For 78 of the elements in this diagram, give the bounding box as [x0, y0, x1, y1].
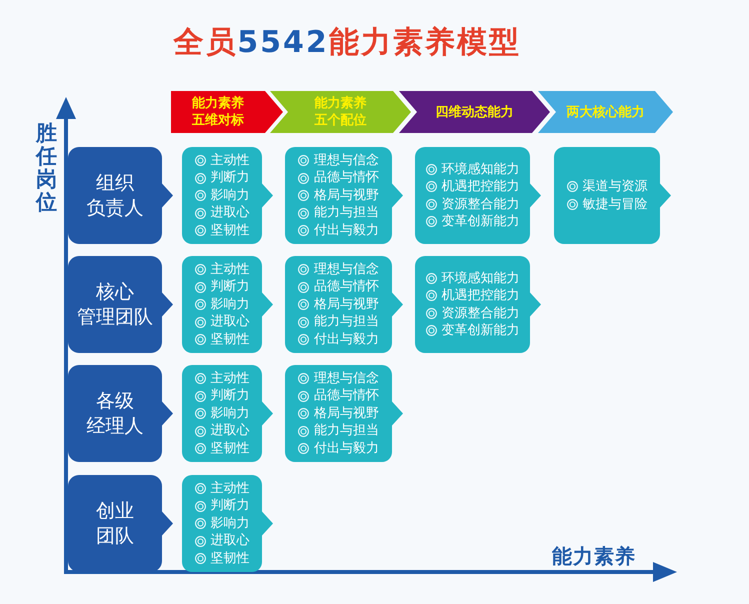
- ability-item: 环境感知能力: [442, 160, 520, 178]
- ability-item: 坚韧性: [210, 330, 250, 348]
- role-label: 团队: [96, 524, 134, 548]
- chevron-step: [399, 91, 550, 133]
- ability-item: 资源整合能力: [442, 196, 520, 213]
- ability-callout-card: [182, 256, 273, 353]
- ability-item: 能力与担当: [314, 313, 379, 331]
- axis-label: 能力素养: [552, 544, 636, 568]
- ability-item: 付出与毅力: [314, 330, 379, 348]
- ability-item: 判断力: [210, 387, 250, 405]
- role-label: 管理团队: [77, 304, 153, 330]
- ability-item: 判断力: [210, 497, 250, 515]
- ability-item: 能力与担当: [314, 422, 379, 440]
- ability-item: 格局与视野: [314, 186, 379, 204]
- ability-item: 变革创新能力: [442, 322, 520, 340]
- ability-item: 格局与视野: [314, 296, 379, 314]
- ability-item: 主动性: [210, 152, 250, 170]
- ability-callout-card: [285, 147, 403, 244]
- role-label: 各级: [96, 388, 134, 414]
- ability-callout-card: [285, 365, 403, 462]
- title: 全员5542能力素养模型: [173, 25, 521, 61]
- role-callout-box: [68, 365, 173, 462]
- ability-item: 品德与情怀: [314, 169, 379, 187]
- chevron-step: [171, 91, 283, 133]
- role-callout-box: [68, 147, 173, 244]
- ability-item: 影响力: [210, 404, 250, 422]
- role-callout-box: [68, 256, 173, 353]
- ability-item: 机遇把控能力: [442, 287, 520, 304]
- ability-callout-card: [415, 256, 541, 353]
- role-label: 负责人: [86, 196, 144, 220]
- ability-item: 影响力: [210, 186, 250, 204]
- ability-item: 资源整合能力: [442, 304, 520, 322]
- ability-item: 主动性: [210, 480, 250, 498]
- ability-item: 付出与毅力: [314, 440, 379, 458]
- ability-callout-card: [285, 256, 403, 353]
- ability-item: 进取心: [210, 422, 250, 440]
- ability-item: 坚韧性: [210, 222, 250, 240]
- ability-item: 能力与担当: [314, 204, 379, 222]
- ability-item: 理想与信念: [314, 370, 379, 388]
- role-label: 组织: [96, 170, 134, 196]
- role-label: 经理人: [86, 414, 144, 438]
- ability-callout-card: [415, 147, 541, 244]
- ability-item: 影响力: [210, 514, 250, 532]
- axis-label: 胜任岗位: [36, 122, 57, 214]
- ability-item: 主动性: [210, 370, 250, 388]
- ability-item: 进取心: [210, 313, 250, 331]
- ability-callout-card: [182, 475, 273, 572]
- ability-callout-card: [554, 147, 671, 244]
- step-label: 两大核心能力: [566, 104, 644, 120]
- ability-item: 影响力: [210, 296, 250, 314]
- step-label: 能力素养五维对标: [191, 95, 245, 129]
- ability-item: 渠道与资源: [582, 178, 648, 196]
- ability-item: 坚韧性: [210, 550, 250, 568]
- ability-item: 判断力: [210, 278, 250, 296]
- ability-callout-card: [182, 365, 273, 462]
- ability-item: 环境感知能力: [442, 270, 520, 287]
- ability-item: 格局与视野: [314, 404, 379, 422]
- ability-item: 付出与毅力: [314, 222, 379, 240]
- ability-item: 判断力: [210, 169, 250, 187]
- ability-item: 理想与信念: [314, 152, 379, 170]
- ability-item: 主动性: [210, 260, 250, 278]
- role-label: 创业: [96, 498, 134, 524]
- ability-item: 机遇把控能力: [442, 178, 520, 196]
- ability-item: 品德与情怀: [314, 387, 379, 405]
- role-callout-box: [68, 475, 173, 572]
- role-label: 核心: [96, 280, 134, 304]
- chevron-step: [270, 91, 411, 133]
- ability-item: 敏捷与冒险: [582, 196, 648, 213]
- ability-item: 品德与情怀: [314, 278, 379, 296]
- chevron-step: [538, 91, 673, 133]
- ability-item: 变革创新能力: [442, 213, 520, 230]
- ability-item: 进取心: [210, 204, 250, 222]
- ability-item: 进取心: [210, 532, 250, 550]
- ability-item: 理想与信念: [314, 260, 379, 278]
- step-label: 能力素养五个配位: [314, 95, 368, 129]
- ability-item: 坚韧性: [210, 440, 250, 458]
- ability-callout-card: [182, 147, 273, 244]
- step-label: 四维动态能力: [436, 104, 514, 120]
